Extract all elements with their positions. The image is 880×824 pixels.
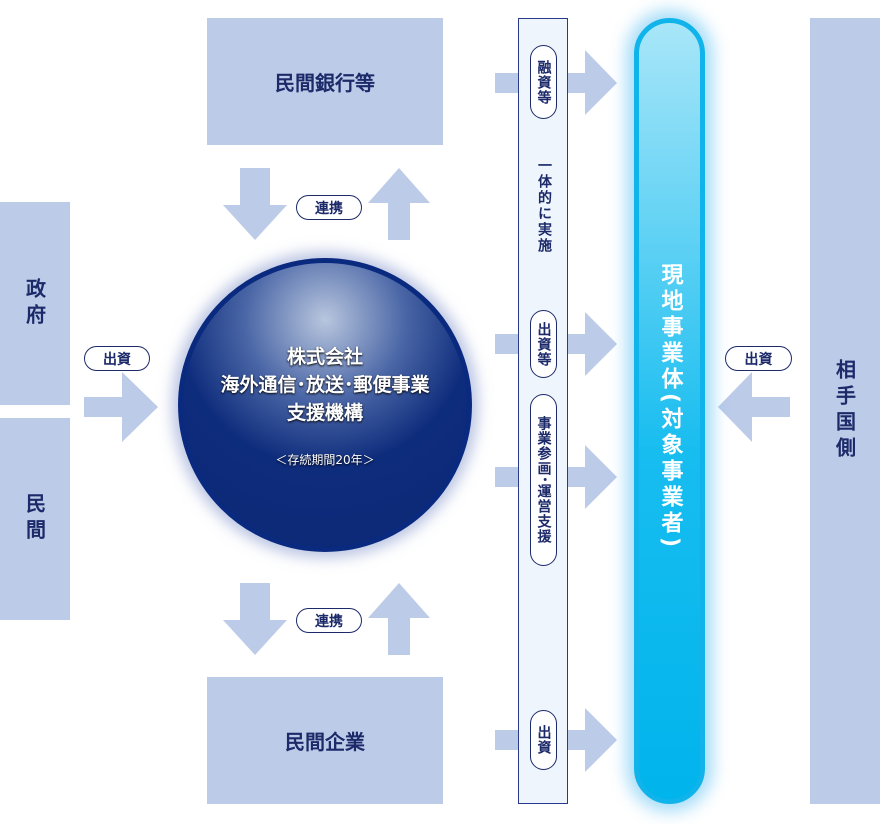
coop-label-top: 連携 [296,195,362,220]
arrow-down-icon [223,583,287,655]
jictt-organization-circle: 株式会社 海外通信･放送･郵便事業 支援機構 ＜存続期間20年＞ [178,258,472,552]
invest2-label: 出資 [530,710,557,770]
partner-country-box: 相手国側 [810,18,880,804]
loan-label: 融資等 [530,45,557,119]
government-box: 政府 [0,202,70,405]
arrow-right-icon [84,372,158,442]
integrated-implementation-bar [518,18,568,804]
org-period: ＜存続期間20年＞ [275,452,375,467]
target-entity-label: 現地事業体(対象事業者) [657,263,683,552]
private-sector-box: 民間 [0,418,70,620]
arrow-left-icon [718,372,790,442]
private-banks-box: 民間銀行等 [207,18,443,145]
target-entity-capsule: 現地事業体(対象事業者) [634,18,705,804]
arrow-down-icon [223,168,287,240]
integrated-label: 一体的に実施 [536,158,552,254]
invest-label: 出資等 [530,310,557,378]
arrow-up-icon [368,168,430,240]
invest-label-right: 出資 [725,346,792,371]
arrow-up-icon [368,583,430,655]
private-companies-box: 民間企業 [207,677,443,804]
org-line3: 支援機構 [286,401,363,424]
coop-label-bottom: 連携 [296,608,362,633]
org-line1: 株式会社 [286,345,363,368]
org-line2: 海外通信･放送･郵便事業 [220,373,430,396]
invest-label-left: 出資 [84,346,150,371]
participation-label: 事業参画･運営支援 [530,394,557,566]
